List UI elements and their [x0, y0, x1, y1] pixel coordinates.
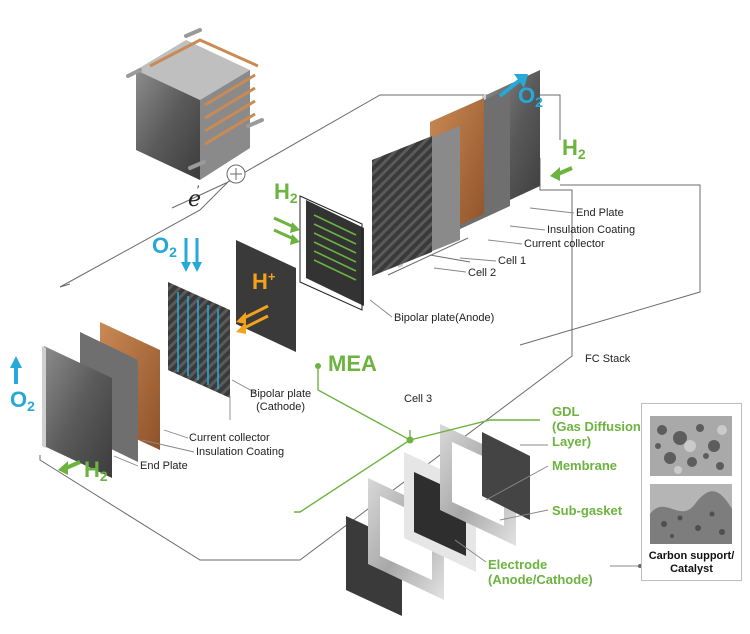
- label-fc-stack: FC Stack: [585, 353, 631, 365]
- bipolar-plate-anode: [299, 195, 364, 311]
- assembled-stack-image: [126, 28, 264, 180]
- mea-leader-lines: [294, 366, 540, 513]
- o2-label-cathode: O2: [152, 233, 177, 261]
- electron-symbol: e: [188, 187, 201, 212]
- h2-label-right: H2: [562, 135, 586, 163]
- label-current-collector-left: Current collector: [189, 432, 270, 444]
- electron-charge-mark: ′: [197, 183, 200, 197]
- label-gdl: GDL (Gas Diffusion Layer): [552, 404, 641, 449]
- label-insulation-coating-left: Insulation Coating: [196, 446, 285, 458]
- label-membrane: Membrane: [552, 458, 618, 473]
- micrograph-image-top: [650, 416, 732, 476]
- label-mea: MEA: [328, 351, 377, 376]
- label-insulation-coating-right: Insulation Coating: [547, 224, 636, 236]
- label-sub-gasket: Sub-gasket: [552, 503, 623, 518]
- o2-label-left: O2: [10, 387, 35, 415]
- o2-label-top-right: O2: [518, 83, 543, 111]
- plus-circle-icon: [226, 164, 246, 184]
- right-end-plate-group: [372, 70, 540, 276]
- label-cell-3: Cell 3: [404, 393, 433, 405]
- micrograph-image-bottom: [650, 484, 732, 544]
- mea-marker: [315, 363, 321, 369]
- circuit-lines: [39, 94, 701, 561]
- label-cell-1: Cell 1: [498, 255, 527, 267]
- left-end-plate-group: [42, 322, 160, 478]
- label-bipolar-anode: Bipolar plate(Anode): [394, 312, 495, 324]
- label-cell-2: Cell 2: [468, 267, 497, 279]
- mea-junction: [406, 436, 414, 444]
- hydrogen-arrow-icon: [58, 166, 573, 475]
- micrograph-panel: Carbon support/ Catalyst: [641, 403, 742, 581]
- micrograph-caption: Carbon support/ Catalyst: [648, 550, 735, 575]
- label-current-collector-right: Current collector: [524, 238, 605, 250]
- label-end-plate-left: End Plate: [140, 460, 188, 472]
- label-end-plate-right: End Plate: [576, 207, 624, 219]
- label-leaders: [113, 207, 640, 567]
- mea-exploded-layers: [346, 424, 530, 616]
- label-electrode: Electrode (Anode/Cathode): [488, 557, 593, 587]
- bipolar-plate-cathode: [168, 282, 230, 398]
- oxygen-arrow-icon: [10, 74, 528, 384]
- h2-label-anode: H2: [274, 179, 298, 207]
- mea-card: [236, 240, 296, 352]
- h2-label-left: H2: [84, 457, 108, 485]
- proton-label: H+: [252, 269, 276, 294]
- proton-arrow-icon: [236, 304, 269, 334]
- label-bipolar-cathode: Bipolar plate (Cathode): [250, 388, 312, 413]
